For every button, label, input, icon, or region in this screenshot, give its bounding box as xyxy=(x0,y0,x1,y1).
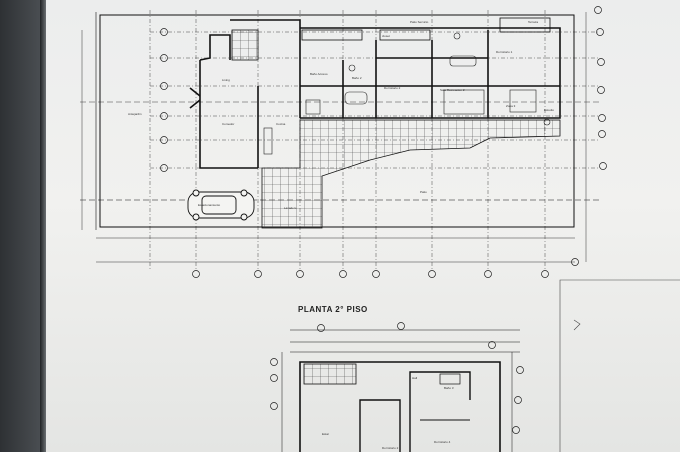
room-label-closet: closet xyxy=(382,34,390,38)
site-boundary xyxy=(80,12,600,230)
room-label-terraza: Terraza xyxy=(528,20,539,24)
room-label-patio-servicio: Patio Servicio xyxy=(410,20,429,24)
second-floor-plan xyxy=(281,329,520,452)
board-edge xyxy=(40,0,46,452)
axis-markers-bottom xyxy=(192,258,579,278)
room-label-hall: Hall xyxy=(412,376,418,380)
room-label-estudio: Estudio xyxy=(544,108,555,112)
house-walls xyxy=(189,17,561,169)
room-label-comedor: Comedor xyxy=(222,122,235,126)
fixtures xyxy=(263,32,551,155)
room-label-antejardin: Antejardin xyxy=(128,112,142,116)
room-label-patio: Patio xyxy=(420,190,427,194)
room-label-sala-recreacion: Sala Recreacion 2 xyxy=(440,88,465,92)
room-label-lavadero: Lavadero xyxy=(284,206,297,210)
room-label-dormitorio-4: Dormitorio 4 xyxy=(434,440,451,444)
tiled-terrace xyxy=(231,29,561,229)
car-icon xyxy=(187,189,255,221)
side-detail-frame xyxy=(559,279,680,452)
axis-markers-side xyxy=(160,6,607,172)
second-floor-axis-markers xyxy=(270,322,524,434)
room-label-dormitorio-1: Dormitorio 1 xyxy=(496,50,513,54)
room-label-estacionamiento: Estacionamiento xyxy=(198,203,221,207)
room-label-bano-acceso: Baño Acceso xyxy=(310,72,328,76)
room-label-dormitorio-2: Dormitorio 2 xyxy=(384,86,401,90)
room-label-bano-3: Baño 3 xyxy=(444,386,454,390)
room-label-cocina: Cocina xyxy=(276,122,286,126)
room-label-dormitorio-2b: Dormitorio 2 xyxy=(382,446,399,450)
room-label-estar: Estar xyxy=(322,432,330,436)
room-label-living: Living xyxy=(222,78,230,82)
drawing-title: PLANTA 2° PISO xyxy=(298,305,368,314)
room-label-zona-3: Zona 3 xyxy=(506,104,516,108)
room-label-bano-2: Baño 2 xyxy=(352,76,362,80)
dimension-lines xyxy=(81,12,587,263)
